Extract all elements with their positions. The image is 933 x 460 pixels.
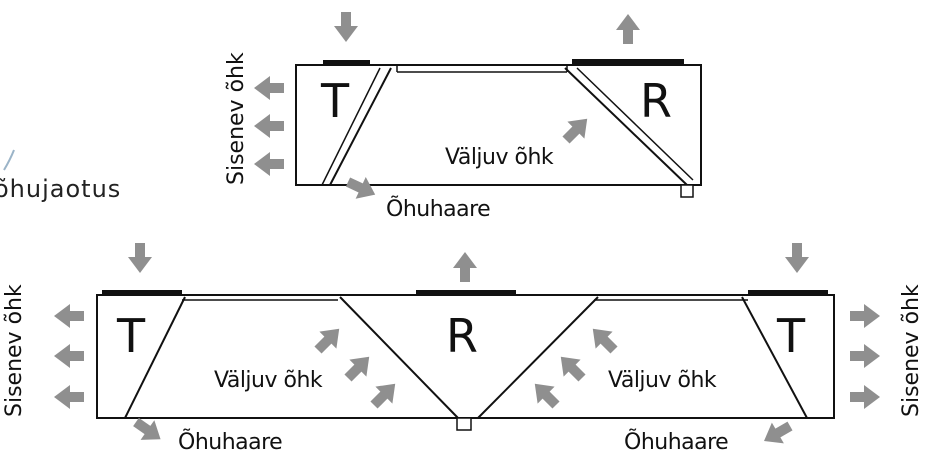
bottom-right-exhaust-arrow-3 xyxy=(526,375,565,414)
bottom-left-supply-arrow-2 xyxy=(54,344,84,368)
bottom-right-supply-arrow-3 xyxy=(850,385,880,409)
top-unit-t-label: T xyxy=(321,74,350,128)
top-supply-arrow-2 xyxy=(254,114,284,138)
top-outlet-arrow-up xyxy=(616,14,640,44)
top-unit-exhaust-label: Väljuv õhk xyxy=(445,145,554,170)
bottom-right-plate xyxy=(748,290,828,296)
top-inlet-arrow-down xyxy=(334,12,358,42)
decorative-curve xyxy=(3,149,15,171)
bottom-left-supply-arrow-1 xyxy=(54,304,84,328)
top-exhaust-arrow xyxy=(557,110,596,149)
bottom-unit xyxy=(54,243,880,452)
bottom-unit-supply-right-vertical-label: Sisenev õhk xyxy=(899,284,924,417)
bottom-unit-airgap-right-label: Õhuhaare xyxy=(624,430,729,455)
bottom-unit-exhaust-left-label: Väljuv õhk xyxy=(214,368,323,393)
bottom-right-exhaust-arrow-1 xyxy=(584,320,623,359)
bottom-left-exhaust-arrow-1 xyxy=(309,320,348,359)
top-supply-arrow-3 xyxy=(254,152,284,176)
top-unit-r-label: R xyxy=(640,74,672,128)
top-airgap-arrow xyxy=(342,171,381,206)
bottom-unit-left-t-label: T xyxy=(117,309,146,363)
top-unit xyxy=(254,12,702,206)
bottom-right-inlet-arrow xyxy=(785,243,809,273)
top-unit-housing xyxy=(295,64,702,186)
bottom-unit-exhaust-right-label: Väljuv õhk xyxy=(608,368,717,393)
diagram-caption: õhujaotus xyxy=(0,175,122,203)
bottom-left-plate xyxy=(102,290,182,296)
bottom-left-supply-arrow-3 xyxy=(54,385,84,409)
bottom-left-exhaust-arrow-2 xyxy=(339,348,378,387)
bottom-right-airgap-arrow xyxy=(758,415,796,452)
bottom-center-plate xyxy=(416,290,516,296)
bottom-right-supply-arrow-1 xyxy=(850,304,880,328)
bottom-unit-center-r-label: R xyxy=(446,309,478,363)
top-drain xyxy=(680,184,694,198)
bottom-unit-airgap-left-label: Õhuhaare xyxy=(178,430,283,455)
bottom-left-inlet-arrow xyxy=(128,243,152,273)
top-unit-airgap-label: Õhuhaare xyxy=(386,197,491,222)
top-left-plate xyxy=(323,60,370,65)
top-unit-supply-vertical-label: Sisenev õhk xyxy=(224,52,249,185)
bottom-left-exhaust-arrow-3 xyxy=(365,375,404,414)
bottom-right-supply-arrow-2 xyxy=(850,344,880,368)
top-supply-arrow-1 xyxy=(254,76,284,100)
bottom-right-exhaust-arrow-2 xyxy=(552,348,591,387)
bottom-unit-supply-left-vertical-label: Sisenev õhk xyxy=(2,284,27,417)
top-right-plate xyxy=(572,59,684,65)
bottom-center-outlet-arrow xyxy=(453,252,477,282)
bottom-unit-right-t-label: T xyxy=(777,309,806,363)
bottom-drain xyxy=(456,417,472,431)
